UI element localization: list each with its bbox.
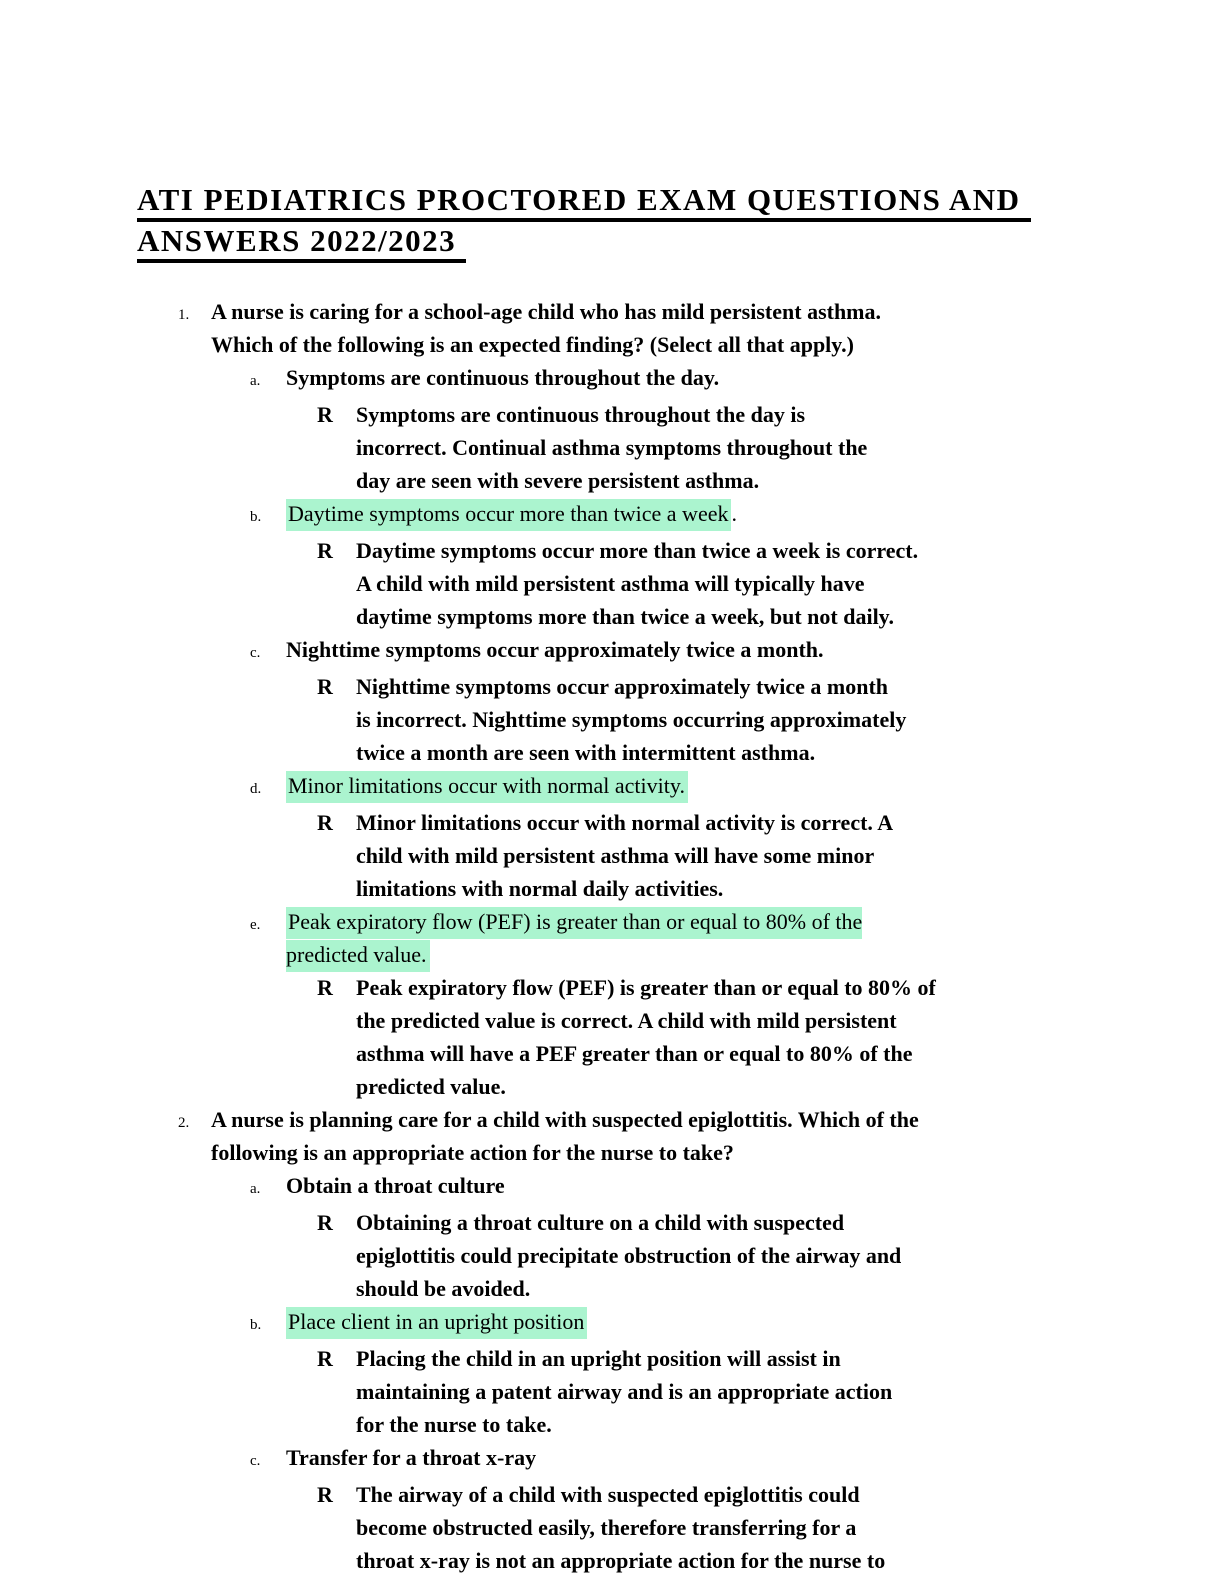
highlighted-answer: Place client in an upright position	[286, 1307, 588, 1339]
question-1-option-c: c. Nighttime symptoms occur approximatel…	[250, 633, 1224, 670]
question-1-option-a-rationale: R Symptoms are continuous throughout the…	[317, 398, 1224, 497]
question-2-option-c: c. Transfer for a throat x-ray	[250, 1441, 1224, 1478]
highlighted-answer: Minor limitations occur with normal acti…	[286, 771, 688, 803]
question-2: 2. A nurse is planning care for a child …	[178, 1103, 1224, 1169]
option-letter: c.	[250, 645, 261, 661]
rationale-text: Minor limitations occur with normal acti…	[356, 810, 894, 901]
rationale-text: Nighttime symptoms occur approximately t…	[356, 674, 907, 765]
rationale-marker: R	[317, 1346, 333, 1371]
question-2-number: 2.	[178, 1115, 190, 1131]
question-1-option-e-rationale: R Peak expiratory flow (PEF) is greater …	[317, 971, 1224, 1103]
question-2-option-b-rationale: R Placing the child in an upright positi…	[317, 1342, 1224, 1441]
question-1-text: A nurse is caring for a school-age child…	[211, 299, 882, 357]
option-text: Transfer for a throat x-ray	[286, 1445, 537, 1470]
highlighted-answer: Daytime symptoms occur more than twice a…	[286, 499, 732, 531]
rationale-text: Symptoms are continuous throughout the d…	[356, 402, 868, 493]
question-1-option-b-rationale: R Daytime symptoms occur more than twice…	[317, 534, 1224, 633]
document-title: ATI PEDIATRICS PROCTORED EXAM QUESTIONS …	[0, 0, 1224, 263]
option-letter: a.	[250, 1181, 261, 1197]
option-text-wrap: Minor limitations occur with normal acti…	[286, 769, 688, 803]
option-text-wrap: Peak expiratory flow (PEF) is greater th…	[286, 905, 863, 972]
rationale-text: Daytime symptoms occur more than twice a…	[356, 538, 919, 629]
option-letter: b.	[250, 1317, 262, 1333]
option-text-tail: .	[731, 501, 737, 526]
question-1-option-d-rationale: R Minor limitations occur with normal ac…	[317, 806, 1224, 905]
title-line-2-text: ANSWERS 2022/2023	[137, 222, 467, 263]
rationale-text: Peak expiratory flow (PEF) is greater th…	[356, 975, 936, 1099]
option-text-wrap: Place client in an upright position	[286, 1305, 588, 1339]
question-1-number: 1.	[178, 307, 190, 323]
option-text: Symptoms are continuous throughout the d…	[286, 365, 720, 390]
option-letter: d.	[250, 781, 262, 797]
question-2-option-a-rationale: R Obtaining a throat culture on a child …	[317, 1206, 1224, 1305]
question-1-option-a: a. Symptoms are continuous throughout th…	[250, 361, 1224, 398]
question-2-option-c-rationale: R The airway of a child with suspected e…	[317, 1478, 1224, 1577]
rationale-marker: R	[317, 1482, 333, 1507]
option-text-wrap: Daytime symptoms occur more than twice a…	[286, 497, 737, 531]
option-letter: a.	[250, 373, 261, 389]
title-line-1-text: ATI PEDIATRICS PROCTORED EXAM QUESTIONS …	[137, 181, 1031, 222]
rationale-text: The airway of a child with suspected epi…	[356, 1482, 886, 1573]
title-line-1: ATI PEDIATRICS PROCTORED EXAM QUESTIONS …	[137, 181, 1224, 222]
question-2-option-a: a. Obtain a throat culture	[250, 1169, 1224, 1206]
question-1: 1. A nurse is caring for a school-age ch…	[178, 295, 1224, 361]
rationale-text: Obtaining a throat culture on a child wi…	[356, 1210, 902, 1301]
rationale-marker: R	[317, 674, 333, 699]
rationale-marker: R	[317, 810, 333, 835]
title-line-2: ANSWERS 2022/2023	[137, 222, 1224, 263]
question-list: 1. A nurse is caring for a school-age ch…	[0, 295, 1224, 1577]
question-2-text: A nurse is planning care for a child wit…	[211, 1107, 919, 1165]
question-1-option-c-rationale: R Nighttime symptoms occur approximately…	[317, 670, 1224, 769]
rationale-marker: R	[317, 1210, 333, 1235]
rationale-marker: R	[317, 538, 333, 563]
rationale-text: Placing the child in an upright position…	[356, 1346, 893, 1437]
question-1-option-d: d. Minor limitations occur with normal a…	[250, 769, 1224, 806]
question-1-option-e: e. Peak expiratory flow (PEF) is greater…	[250, 905, 1224, 972]
option-text: Obtain a throat culture	[286, 1173, 505, 1198]
question-1-option-b: b. Daytime symptoms occur more than twic…	[250, 497, 1224, 534]
highlighted-answer: Peak expiratory flow (PEF) is greater th…	[286, 907, 863, 972]
question-2-option-b: b. Place client in an upright position	[250, 1305, 1224, 1342]
rationale-marker: R	[317, 402, 333, 427]
option-text: Nighttime symptoms occur approximately t…	[286, 637, 824, 662]
option-letter: e.	[250, 917, 261, 933]
option-letter: c.	[250, 1453, 261, 1469]
option-letter: b.	[250, 509, 262, 525]
rationale-marker: R	[317, 975, 333, 1000]
